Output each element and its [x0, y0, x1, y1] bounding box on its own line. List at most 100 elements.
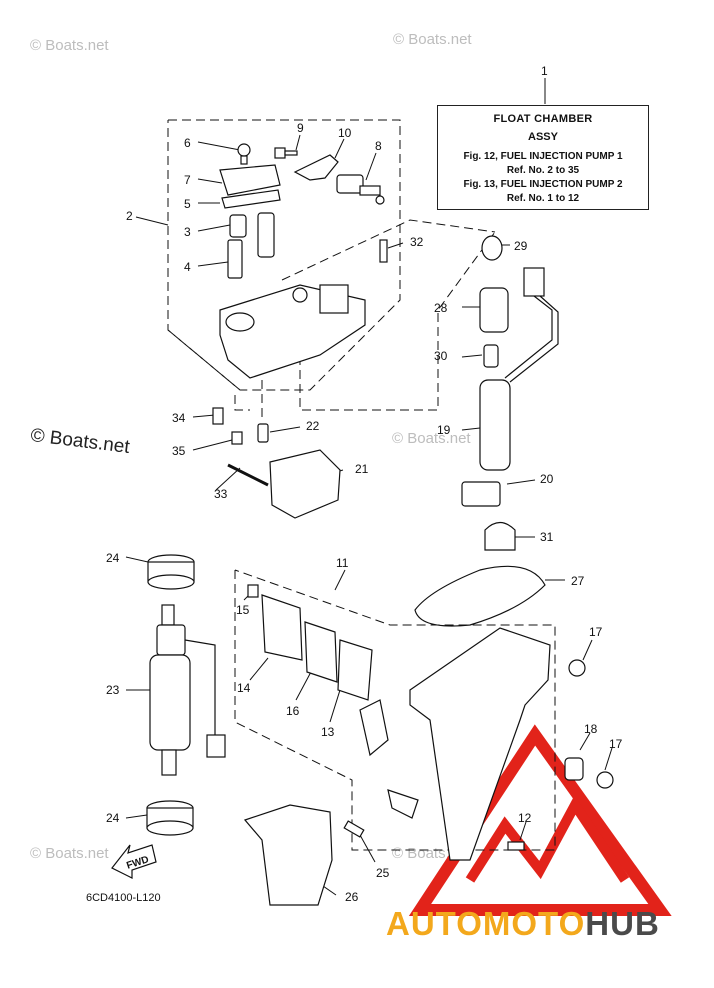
callout-13: 13	[321, 725, 335, 739]
valve-icon	[227, 239, 243, 279]
brand-part-2: HUB	[585, 905, 660, 942]
legend-line-2: Ref. No. 2 to 35	[506, 165, 580, 176]
legend-line-3: Fig. 13, FUEL INJECTION PUMP 2	[463, 179, 623, 190]
holder-icon	[461, 481, 501, 507]
sensor-icon	[336, 174, 385, 205]
callout-25: 25	[376, 866, 390, 880]
plate-icon	[261, 594, 303, 661]
cover-plate-icon	[219, 164, 281, 196]
callout-8: 8	[375, 139, 382, 153]
callout-5: 5	[184, 197, 191, 211]
callout-18: 18	[584, 722, 598, 736]
callout-24b: 24	[106, 811, 120, 825]
fuel-pump-icon	[149, 604, 226, 776]
port-icon	[225, 312, 255, 332]
legend-title: FLOAT CHAMBER	[493, 113, 593, 125]
large-gasket-icon	[414, 565, 546, 627]
callout-21: 21	[355, 462, 369, 476]
grommet-icon	[568, 659, 586, 677]
ring-icon	[146, 800, 194, 836]
callout-12: 12	[518, 811, 532, 825]
damper-icon	[483, 344, 499, 368]
grommet-icon	[596, 771, 614, 789]
screw-icon	[212, 407, 224, 425]
callout-6: 6	[184, 136, 191, 150]
watermark-2: © Boats.net	[393, 31, 472, 48]
pin-icon	[227, 463, 269, 487]
brand-part-1: AUTOMOTO	[386, 905, 586, 942]
float-chamber-base-icon	[409, 627, 551, 861]
callout-35: 35	[172, 444, 186, 458]
legend-line-1: Fig. 12, FUEL INJECTION PUMP 1	[463, 151, 623, 162]
callout-30: 30	[434, 349, 448, 363]
gasket-icon	[221, 189, 281, 209]
callout-24a: 24	[106, 551, 120, 565]
fuel-pump-icon	[479, 379, 511, 471]
bolt-icon	[343, 820, 365, 838]
leader-lines	[125, 78, 613, 896]
legend-box: FLOAT CHAMBER ASSY Fig. 12, FUEL INJECTI…	[437, 105, 649, 210]
callout-34: 34	[172, 411, 186, 425]
callout-20: 20	[540, 472, 554, 486]
callout-17a: 17	[589, 625, 603, 639]
legend-line-4: Ref. No. 1 to 12	[506, 193, 580, 204]
callout-7: 7	[184, 173, 191, 187]
parts	[146, 143, 614, 906]
nipple-icon	[257, 423, 269, 443]
watermark-3: © Boats.net	[392, 430, 471, 447]
callout-29: 29	[514, 239, 528, 253]
port-icon	[292, 287, 308, 303]
gasket-icon	[337, 639, 373, 701]
filter-cup-icon	[479, 287, 509, 333]
callout-28: 28	[434, 301, 448, 315]
callout-27: 27	[571, 574, 585, 588]
screw-icon	[507, 841, 525, 851]
callout-14: 14	[237, 681, 251, 695]
callout-9: 9	[297, 121, 304, 135]
screw-icon	[379, 239, 388, 263]
connector-icon	[319, 284, 349, 314]
part-code: 6CD4100-L120	[86, 892, 161, 904]
watermark-1: © Boats.net	[30, 37, 109, 54]
callout-19: 19	[437, 423, 451, 437]
screw-icon	[237, 143, 251, 165]
callout-numbers: 1 2 3 4 5 6 7 8 9 10 11 12 13 14 15 16 1…	[106, 64, 623, 904]
legend-subtitle: ASSY	[528, 131, 558, 143]
callout-4: 4	[184, 260, 191, 274]
watermark-4: © Boats.net	[30, 845, 109, 862]
callout-11: 11	[336, 556, 349, 570]
clip-icon	[387, 789, 419, 819]
callout-32: 32	[410, 235, 424, 249]
grommet-icon	[481, 235, 503, 261]
callout-2: 2	[126, 209, 133, 223]
dashed-outlines	[167, 119, 556, 851]
mount-icon	[564, 757, 584, 781]
wire-harness-icon	[504, 267, 559, 383]
callout-33: 33	[214, 487, 228, 501]
screw-icon	[274, 147, 298, 159]
watermarks: © Boats.net © Boats.net © Boats.net © Bo…	[30, 31, 472, 862]
callout-31: 31	[540, 530, 554, 544]
plate-icon	[304, 621, 338, 683]
bracket-icon	[293, 154, 339, 181]
filter-icon	[257, 212, 275, 258]
ring-icon	[147, 554, 195, 590]
brand-wordmark: AUTOMOTOHUB	[386, 905, 660, 943]
float-icon	[229, 214, 247, 238]
screw-icon	[231, 431, 243, 445]
callout-1: 1	[541, 64, 548, 78]
callout-16: 16	[286, 704, 300, 718]
fwd-arrow-icon: FWD	[111, 844, 157, 879]
callout-17b: 17	[609, 737, 623, 751]
callout-3: 3	[184, 225, 191, 239]
callout-22: 22	[306, 419, 320, 433]
screw-icon	[247, 584, 259, 598]
callout-26: 26	[345, 890, 359, 904]
callout-23: 23	[106, 683, 120, 697]
clip-icon	[359, 699, 389, 757]
callout-15: 15	[236, 603, 250, 617]
pump-cover-icon	[269, 449, 341, 519]
bracket-icon	[243, 804, 333, 906]
callout-10: 10	[338, 126, 352, 140]
